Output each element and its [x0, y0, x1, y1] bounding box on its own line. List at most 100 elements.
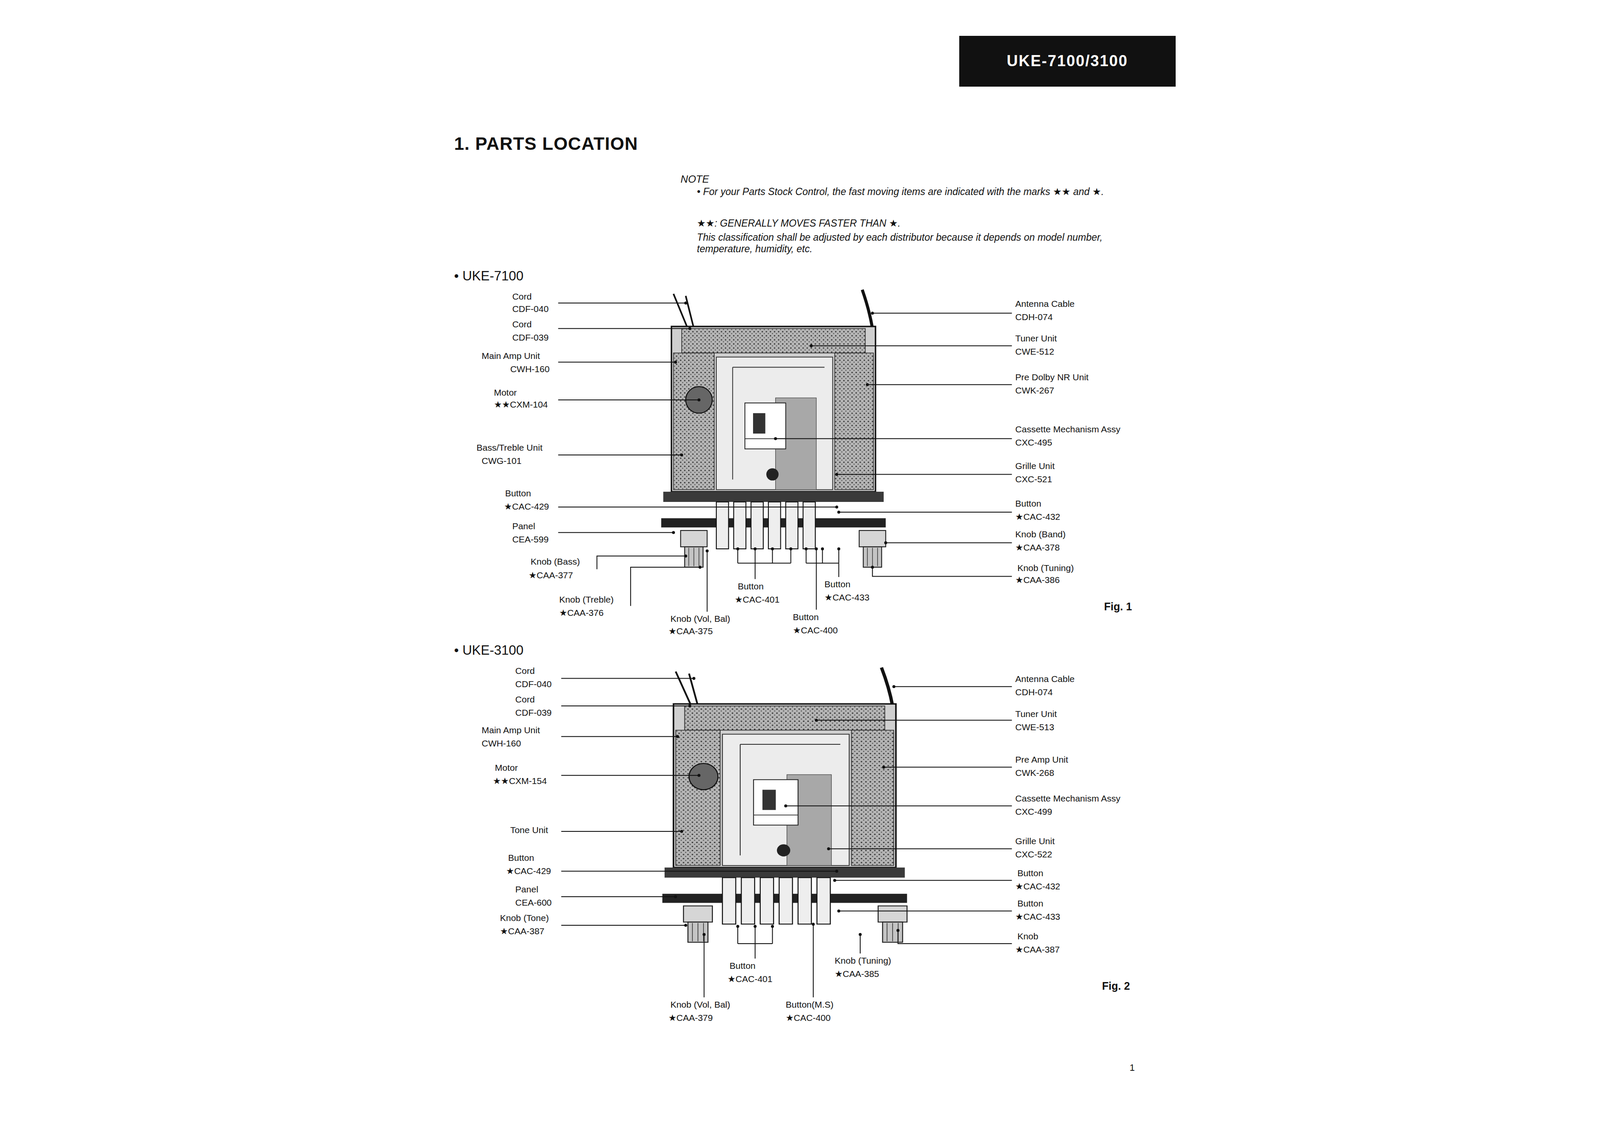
part-label: ★CAA-387 [1015, 944, 1060, 955]
leader-dot [865, 383, 869, 387]
part-label: Bass/Treble Unit [476, 442, 543, 453]
leader-dot [697, 773, 701, 777]
push-button [722, 877, 736, 925]
cord-drawing [675, 671, 698, 707]
part-label: CWH-160 [481, 738, 521, 749]
part-label: Knob [1017, 931, 1039, 942]
chassis-fig2 [662, 667, 908, 943]
part-label: CDH-074 [1015, 687, 1053, 698]
part-label: CWE-512 [1015, 346, 1055, 357]
leader-line [859, 934, 861, 955]
leader-dot [892, 685, 896, 689]
leader-dot [688, 704, 692, 708]
model-badge: UKE-7100/3100 [959, 35, 1176, 88]
capstan [766, 468, 779, 481]
part-label: ★CAA-378 [1015, 542, 1060, 553]
part-label: Button [508, 852, 535, 864]
leader-line [706, 551, 708, 613]
knob-drawing [683, 906, 713, 923]
leader-line [883, 767, 1012, 768]
leader-line [872, 312, 1013, 314]
part-label: Pre Amp Unit [1015, 754, 1069, 765]
leader-line [737, 926, 739, 944]
leader-dot [705, 549, 709, 553]
part-label: ★CAC-401 [734, 594, 780, 605]
leader-dot [870, 311, 874, 315]
part-label: ★CAA-375 [668, 626, 713, 637]
push-button [802, 502, 816, 549]
part-label: Cord [515, 694, 535, 705]
leader-line [703, 934, 705, 998]
leader-line [815, 548, 817, 611]
leader-dot [820, 547, 824, 551]
push-button [733, 502, 747, 549]
knob-drawing [878, 906, 908, 923]
knob-drawing [687, 922, 708, 943]
leader-dot [736, 547, 740, 551]
part-label: CXC-522 [1015, 849, 1052, 860]
leader-dot [882, 765, 886, 769]
leader-dot [858, 933, 862, 937]
pcb-board [851, 730, 894, 866]
part-label: Tuner Unit [1015, 333, 1057, 344]
part-label: Knob (Tuning) [1017, 563, 1074, 574]
part-label: CWG-101 [481, 455, 522, 467]
part-label: Button [792, 612, 819, 623]
part-label: ★CAC-400 [792, 625, 838, 636]
leader-line [561, 831, 682, 833]
front-bar [664, 867, 906, 879]
mechanism-lines [740, 744, 841, 856]
front-bar [663, 491, 884, 503]
part-label: Antenna Cable [1015, 674, 1075, 685]
part-label: Cord [512, 319, 532, 330]
leader-dot [770, 547, 774, 551]
note-text: • For your Parts Stock Control, the fast… [697, 186, 1136, 198]
leader-dot [753, 547, 757, 551]
chassis-body [671, 326, 876, 492]
part-label: ★CAC-401 [727, 974, 773, 985]
part-label: Cassette Mechanism Assy [1015, 424, 1121, 435]
part-label: ★★CXM-154 [493, 776, 547, 787]
part-label: CWK-267 [1015, 385, 1055, 396]
cassette-mechanism [716, 357, 833, 491]
leader-line [771, 926, 773, 944]
leader-line [557, 506, 837, 508]
leader-line [785, 805, 1013, 807]
leader-line [557, 328, 690, 330]
leader-dot [736, 925, 740, 929]
antenna-cable-drawing [862, 289, 873, 329]
part-label: Cord [512, 291, 532, 302]
mechanism-lines [732, 367, 825, 480]
pcb-board [684, 706, 885, 731]
leader-line [561, 870, 837, 872]
leader-line [867, 384, 1013, 386]
part-label: Main Amp Unit [481, 725, 541, 736]
part-label: Knob (Treble) [559, 594, 614, 605]
part-label: Panel [512, 521, 536, 532]
leader-line [557, 302, 686, 304]
part-label: Knob (Tuning) [834, 955, 891, 967]
leader-line [557, 362, 676, 363]
leader-line [812, 924, 814, 998]
leader-line [834, 880, 1012, 882]
leader-dot [770, 925, 774, 929]
part-label: CDH-074 [1015, 312, 1053, 323]
leader-dot [837, 909, 841, 913]
knob-drawing [863, 546, 882, 568]
leader-dot [671, 531, 675, 535]
leader-dot [814, 547, 818, 551]
figure-caption: Fig. 2 [1102, 980, 1130, 993]
part-label: CWE-513 [1015, 722, 1055, 733]
push-button [817, 877, 831, 925]
part-label: ★CAC-433 [1015, 911, 1060, 923]
part-label: Button [1017, 868, 1044, 879]
push-button [797, 877, 812, 925]
leader-dot [680, 830, 684, 834]
knob-drawing [882, 922, 903, 943]
part-label: Pre Dolby NR Unit [1015, 372, 1089, 383]
leader-line [557, 399, 699, 401]
leader-dot [784, 804, 788, 808]
part-label: Button [1017, 898, 1044, 909]
